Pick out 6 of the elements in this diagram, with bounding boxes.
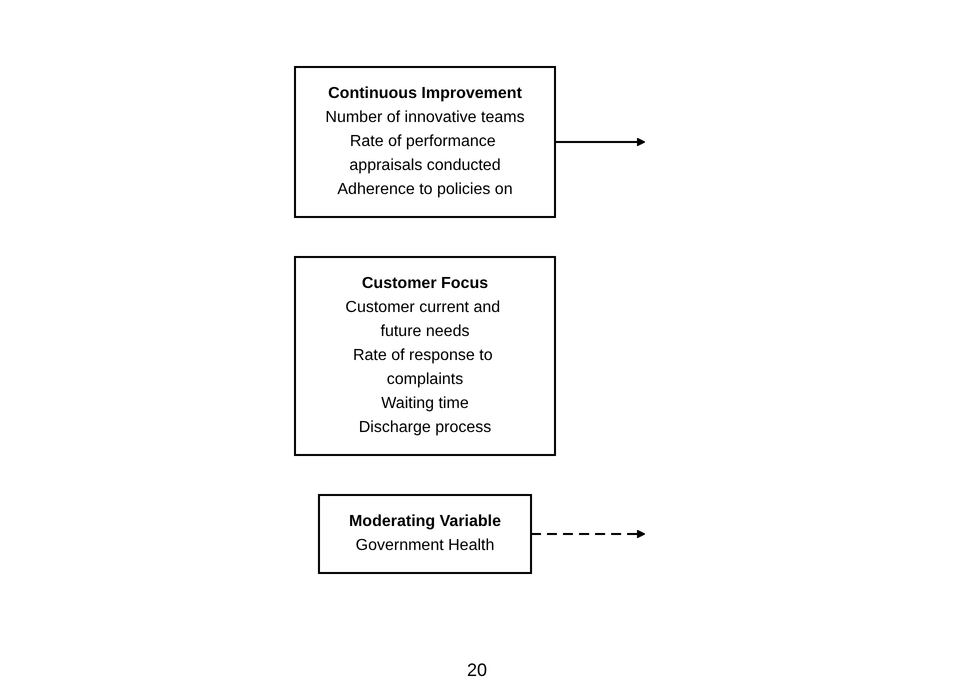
page-number: 20 [466,660,488,680]
node-box: Moderating Variable Government Health [318,494,532,574]
node-box: Continuous Improvement Number of innovative teams Rate of performance appraisals conducted Adherence to policies on [294,66,556,218]
node-box: Customer Focus Customer current and future needs Rate of response to complaints Waiting time Discharge process [294,256,556,456]
arrow [531,530,646,538]
arrow [555,138,646,146]
